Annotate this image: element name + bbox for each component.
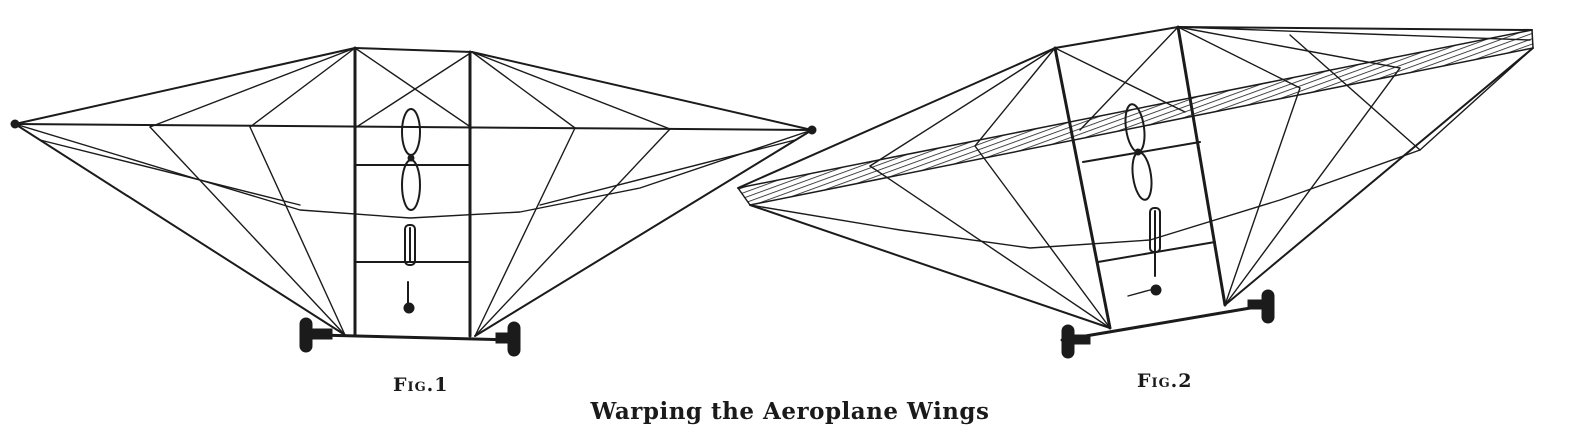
fig2-rigging [869,26,1531,329]
figure-2-label: Fig.2 [1137,370,1193,392]
fig1-wheel-right [495,321,521,357]
fig1-wheel-left [299,317,333,353]
fig2-propeller [1124,103,1153,201]
figure-1-aeroplane [10,46,817,357]
fig1-wing-outline [14,47,813,337]
fig1-rigging [39,47,796,337]
fig1-motor [403,224,416,314]
caption: Warping the Aeroplane Wings [590,398,990,425]
figure-1-label: Fig.1 [393,374,449,396]
fig1-wingtip-right [807,125,817,135]
fig2-wheel-right [1247,289,1275,324]
fig2-motor [1127,207,1162,297]
fig2-wheel-left [1061,324,1091,359]
fig1-frame [316,46,514,342]
figure-2-aeroplane [737,25,1534,359]
fig1-propeller [401,108,421,211]
fig1-wingtip-left [10,119,20,129]
fig2-frame [1053,25,1270,342]
